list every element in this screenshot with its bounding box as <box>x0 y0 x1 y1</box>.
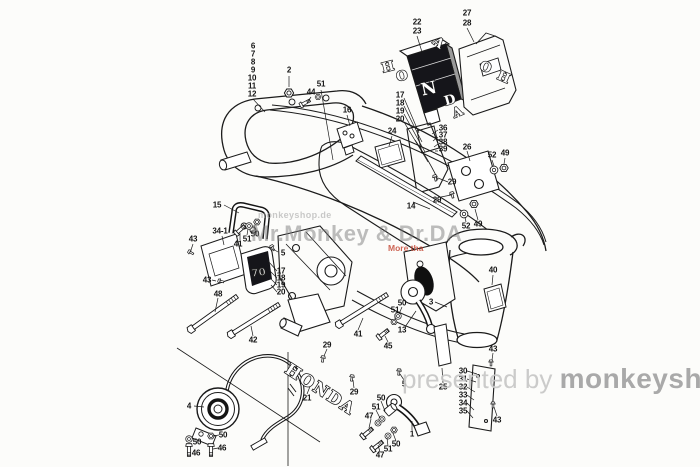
screw-43 <box>488 359 494 367</box>
honda-letter: O <box>395 68 410 85</box>
pad-24 <box>374 139 406 169</box>
plate-36-39 <box>416 125 440 154</box>
leader-lines <box>190 27 506 453</box>
nut-51 <box>390 318 398 326</box>
bolt-48 <box>185 292 240 335</box>
engine-bracket-cluster <box>277 225 353 337</box>
honda-letter: N <box>419 78 438 101</box>
nut-2 <box>283 88 295 98</box>
bracket-26 <box>447 150 500 202</box>
clamp-16 <box>336 121 364 156</box>
nut-51 <box>314 94 322 100</box>
bolt-47 <box>368 438 386 454</box>
nut-49 <box>499 163 509 173</box>
seat-handle-15 <box>228 202 270 240</box>
honda-letter: D <box>443 92 458 110</box>
emblem-70-text: 70 <box>251 266 267 280</box>
plate-30-35 <box>468 364 496 432</box>
nut-49 <box>469 199 479 209</box>
screw-29 <box>348 374 355 382</box>
strip-25 <box>433 323 452 367</box>
side-cover-dark <box>398 37 467 126</box>
screw-29 <box>319 355 326 363</box>
bolt-45 <box>375 326 391 342</box>
nut-50 <box>390 426 398 434</box>
side-cover-outline <box>458 32 517 116</box>
washer-51 <box>384 432 392 440</box>
divider-lines <box>176 347 321 466</box>
bolt-47 <box>358 425 376 441</box>
kick-arm-1 <box>385 393 431 437</box>
frame-body <box>218 90 547 345</box>
washer-50 <box>378 415 386 423</box>
bolt-42 <box>225 300 282 340</box>
washer-50 <box>394 312 402 320</box>
mat-17-20 <box>406 122 449 194</box>
speedometer-4 <box>191 354 305 451</box>
pad-40 <box>483 283 507 313</box>
bolt-46 <box>207 443 215 457</box>
washer-52 <box>489 165 499 175</box>
washer-52 <box>459 209 469 219</box>
screw-5 <box>395 368 402 376</box>
bushing-50 <box>383 403 398 417</box>
nut-50 <box>253 218 261 226</box>
emblem-plate-70: 70 <box>240 246 277 295</box>
honda-letter: H <box>380 59 396 77</box>
washer-50 <box>185 435 193 443</box>
bolt-46 <box>185 443 193 457</box>
strip-14 <box>355 155 458 218</box>
screw-43 <box>186 248 195 257</box>
washer-51 <box>245 222 253 230</box>
bell-crank-13 <box>400 279 437 335</box>
